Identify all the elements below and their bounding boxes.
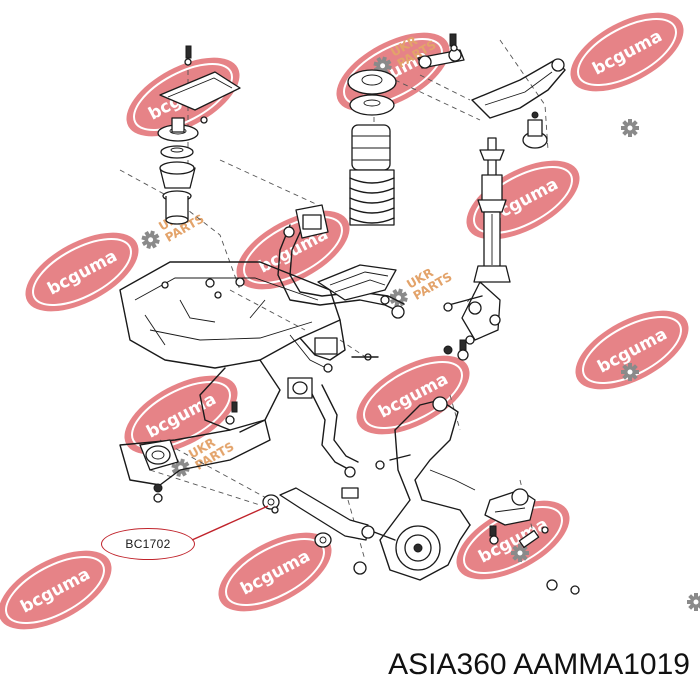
lower-control-arm (119, 419, 271, 503)
brand-watermark: bcguma (570, 12, 684, 92)
strut-mount-assembly (157, 45, 241, 225)
brand-watermark: bcguma (356, 355, 470, 435)
gear-icon (687, 593, 700, 611)
part-number-label: BC1702 (125, 537, 171, 551)
ball-joint (484, 488, 549, 549)
fasteners (214, 291, 475, 514)
stabilizer-bar (277, 204, 405, 319)
brand-watermark: bcguma (25, 232, 139, 312)
steering-knuckle (351, 281, 580, 595)
callout-leader-line (191, 505, 269, 541)
subframe (119, 261, 346, 433)
lateral-link (262, 487, 396, 548)
brand-watermark: bcguma (575, 310, 689, 390)
brand-watermark: bcguma (466, 160, 580, 240)
upper-control-arm (417, 33, 566, 149)
gear-icon (621, 119, 639, 137)
gear-icon (621, 363, 639, 381)
product-caption: ASIA360 AAMMA1019 (388, 648, 690, 681)
shock-absorber (473, 137, 511, 283)
part-number-callout: BC1702 (101, 528, 195, 560)
brand-watermark: bcguma (336, 32, 450, 112)
brand-watermark: bcguma (0, 550, 112, 630)
front-link (287, 337, 359, 499)
strut-boot-assembly (347, 69, 397, 226)
gear-icon (511, 544, 529, 562)
gear-icon (138, 227, 163, 253)
ukr-parts-watermarks: UKR PARTS UKR PARTS UKR PARTS UKR PARTS (138, 33, 700, 611)
